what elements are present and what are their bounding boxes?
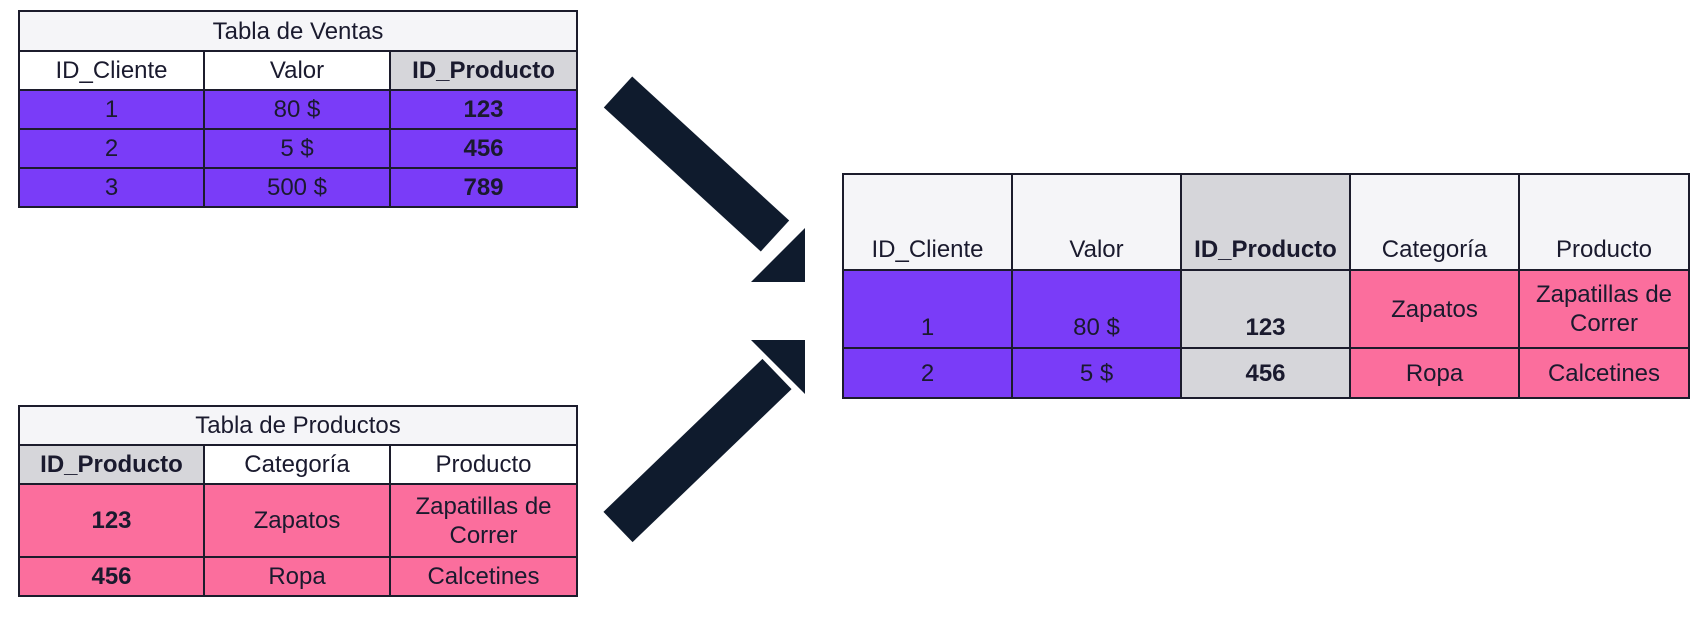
table-row: 123 Zapatos Zapatillas de Correr [18,483,578,558]
table-row: 3 500 $ 789 [18,167,579,208]
products-table: Tabla de Productos ID_Producto Categoría… [18,405,578,597]
table-row: 1 80 $ 123 Zapatos Zapatillas de Correr [842,269,1690,349]
table-cell: 123 [18,483,205,558]
table-cell: Calcetines [389,556,578,597]
table-cell: 5 $ [1011,347,1182,399]
products-header-categoria: Categoría [203,444,391,485]
sales-header-valor: Valor [203,50,391,91]
table-cell: 456 [18,556,205,597]
products-table-title: Tabla de Productos [18,405,578,446]
table-cell: 789 [388,167,579,208]
result-header-producto: Producto [1518,173,1690,271]
table-row: 2 5 $ 456 [18,128,579,169]
table-cell: 80 $ [203,89,391,130]
table-cell: 2 [842,347,1013,399]
result-header-valor: Valor [1011,173,1182,271]
products-header-id-producto: ID_Producto [18,444,205,485]
table-cell: Zapatos [203,483,391,558]
products-header-producto: Producto [389,444,578,485]
table-cell: 123 [388,89,579,130]
table-cell: Ropa [203,556,391,597]
table-cell: 3 [18,167,205,208]
arrow-up-right-icon [603,340,805,543]
table-cell: Calcetines [1518,347,1690,399]
table-row: 1 80 $ 123 [18,89,579,130]
result-header-id-cliente: ID_Cliente [842,173,1013,271]
table-cell: 1 [18,89,205,130]
table-cell: Zapatillas de Correr [389,483,578,558]
table-cell: 2 [18,128,205,169]
result-header-categoria: Categoría [1349,173,1520,271]
joined-result-table: ID_Cliente Valor ID_Producto Categoría P… [842,173,1690,399]
table-cell: Zapatillas de Correr [1518,269,1690,349]
table-cell: 456 [388,128,579,169]
table-cell: Ropa [1349,347,1520,399]
table-cell: 5 $ [203,128,391,169]
table-cell: 123 [1180,269,1351,349]
table-row: 2 5 $ 456 Ropa Calcetines [842,347,1690,399]
arrow-down-right-icon [603,76,805,282]
sales-table-title: Tabla de Ventas [17,10,579,52]
table-row: 456 Ropa Calcetines [18,556,578,597]
sales-header-id-producto: ID_Producto [388,50,579,91]
table-cell: Zapatos [1349,269,1520,349]
table-cell: 500 $ [203,167,391,208]
table-cell: 456 [1180,347,1351,399]
sales-header-id-cliente: ID_Cliente [18,50,205,91]
result-header-id-producto: ID_Producto [1180,173,1351,271]
table-cell: 80 $ [1011,269,1182,349]
table-cell: 1 [842,269,1013,349]
sales-table: Tabla de Ventas ID_Cliente Valor ID_Prod… [17,10,579,208]
